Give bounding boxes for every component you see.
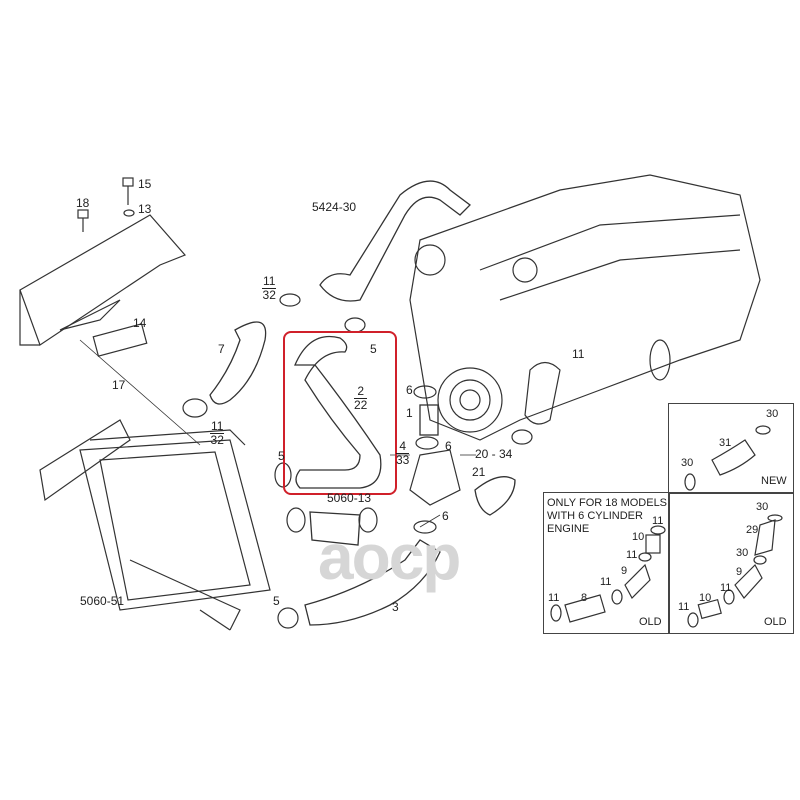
leader-lines <box>79 339 476 528</box>
inset-ol-11d: 11 <box>548 592 560 604</box>
numerator: 11 <box>262 274 277 289</box>
inset-ol-11b: 11 <box>626 549 638 561</box>
note-line: WITH 6 CYLINDER <box>547 510 643 522</box>
inset-ol-11c: 11 <box>600 576 612 588</box>
callout-5-top: 5 <box>370 342 377 356</box>
denominator: 22 <box>354 398 368 412</box>
denominator: 33 <box>396 453 410 467</box>
chassis-frame <box>19 214 241 631</box>
note-line: ENGINE <box>547 523 590 535</box>
callout-17: 17 <box>112 378 126 392</box>
inset-or-30a: 30 <box>756 501 769 513</box>
callout-1: 1 <box>406 406 413 420</box>
numerator: 11 <box>210 419 225 434</box>
intercooler <box>79 429 271 631</box>
inset-old-left <box>543 492 670 634</box>
watermark-text: aocp <box>318 521 461 593</box>
denominator: 32 <box>262 288 276 302</box>
inset-ol-tag: OLD <box>639 616 662 628</box>
inset-new-30a: 30 <box>766 408 779 420</box>
inset-ol-10: 10 <box>632 531 645 543</box>
inset-or-10: 10 <box>699 592 712 604</box>
callout-11-32-top: 11 32 <box>262 274 277 302</box>
callout-21: 21 <box>472 465 486 479</box>
note-line: ONLY FOR 18 MODELS <box>547 497 668 509</box>
inset-new <box>668 403 794 494</box>
inset-new-30b: 30 <box>681 457 694 469</box>
callout-3: 3 <box>392 600 399 614</box>
callout-5060-13: 5060-13 <box>327 491 372 505</box>
inset-ol-9: 9 <box>621 565 628 577</box>
numerator: 4 <box>396 440 410 454</box>
inset-or-30b: 30 <box>736 547 749 559</box>
callout-5-left: 5 <box>278 449 285 463</box>
inset-or-9: 9 <box>736 566 743 578</box>
callout-5424-30: 5424-30 <box>312 200 357 214</box>
inset-parts <box>550 425 783 628</box>
callout-11-32-left: 11 32 <box>210 419 225 447</box>
denominator: 32 <box>210 433 224 447</box>
inset-old-right <box>668 492 794 634</box>
callout-4-33: 4 33 <box>396 440 410 467</box>
callout-6-c: 6 <box>442 509 449 523</box>
inset-new-tag: NEW <box>761 475 787 487</box>
numerator: 2 <box>354 385 368 399</box>
callout-2-22: 2 22 <box>354 385 368 412</box>
callout-18: 18 <box>76 196 90 210</box>
watermark-logo: aocp <box>318 520 461 594</box>
callout-6-b: 6 <box>445 439 452 453</box>
inset-ol-11a: 11 <box>652 515 664 527</box>
inset-note: ONLY FOR 18 MODELS WITH 6 CYLINDER ENGIN… <box>547 497 667 536</box>
callout-11-engine: 11 <box>572 347 585 361</box>
hose-clamps <box>182 293 533 629</box>
hoses <box>209 180 516 626</box>
callout-13: 13 <box>138 202 152 216</box>
inset-or-11b: 11 <box>678 601 690 613</box>
inset-or-11a: 11 <box>720 582 732 594</box>
inset-or-29: 29 <box>746 524 759 536</box>
callout-7: 7 <box>218 342 225 356</box>
inset-ol-8: 8 <box>581 592 588 604</box>
callout-5-bottom: 5 <box>273 594 280 608</box>
callout-5060-51: 5060-51 <box>80 594 125 608</box>
bolts <box>77 177 148 357</box>
callout-14: 14 <box>133 316 147 330</box>
inset-or-tag: OLD <box>764 616 787 628</box>
highlighted-part-frame <box>283 331 397 495</box>
callout-20-34: 20 - 34 <box>475 447 513 461</box>
engine-block <box>409 174 761 506</box>
inset-new-31: 31 <box>719 437 732 449</box>
callout-6-a: 6 <box>406 383 413 397</box>
callout-15: 15 <box>138 177 152 191</box>
